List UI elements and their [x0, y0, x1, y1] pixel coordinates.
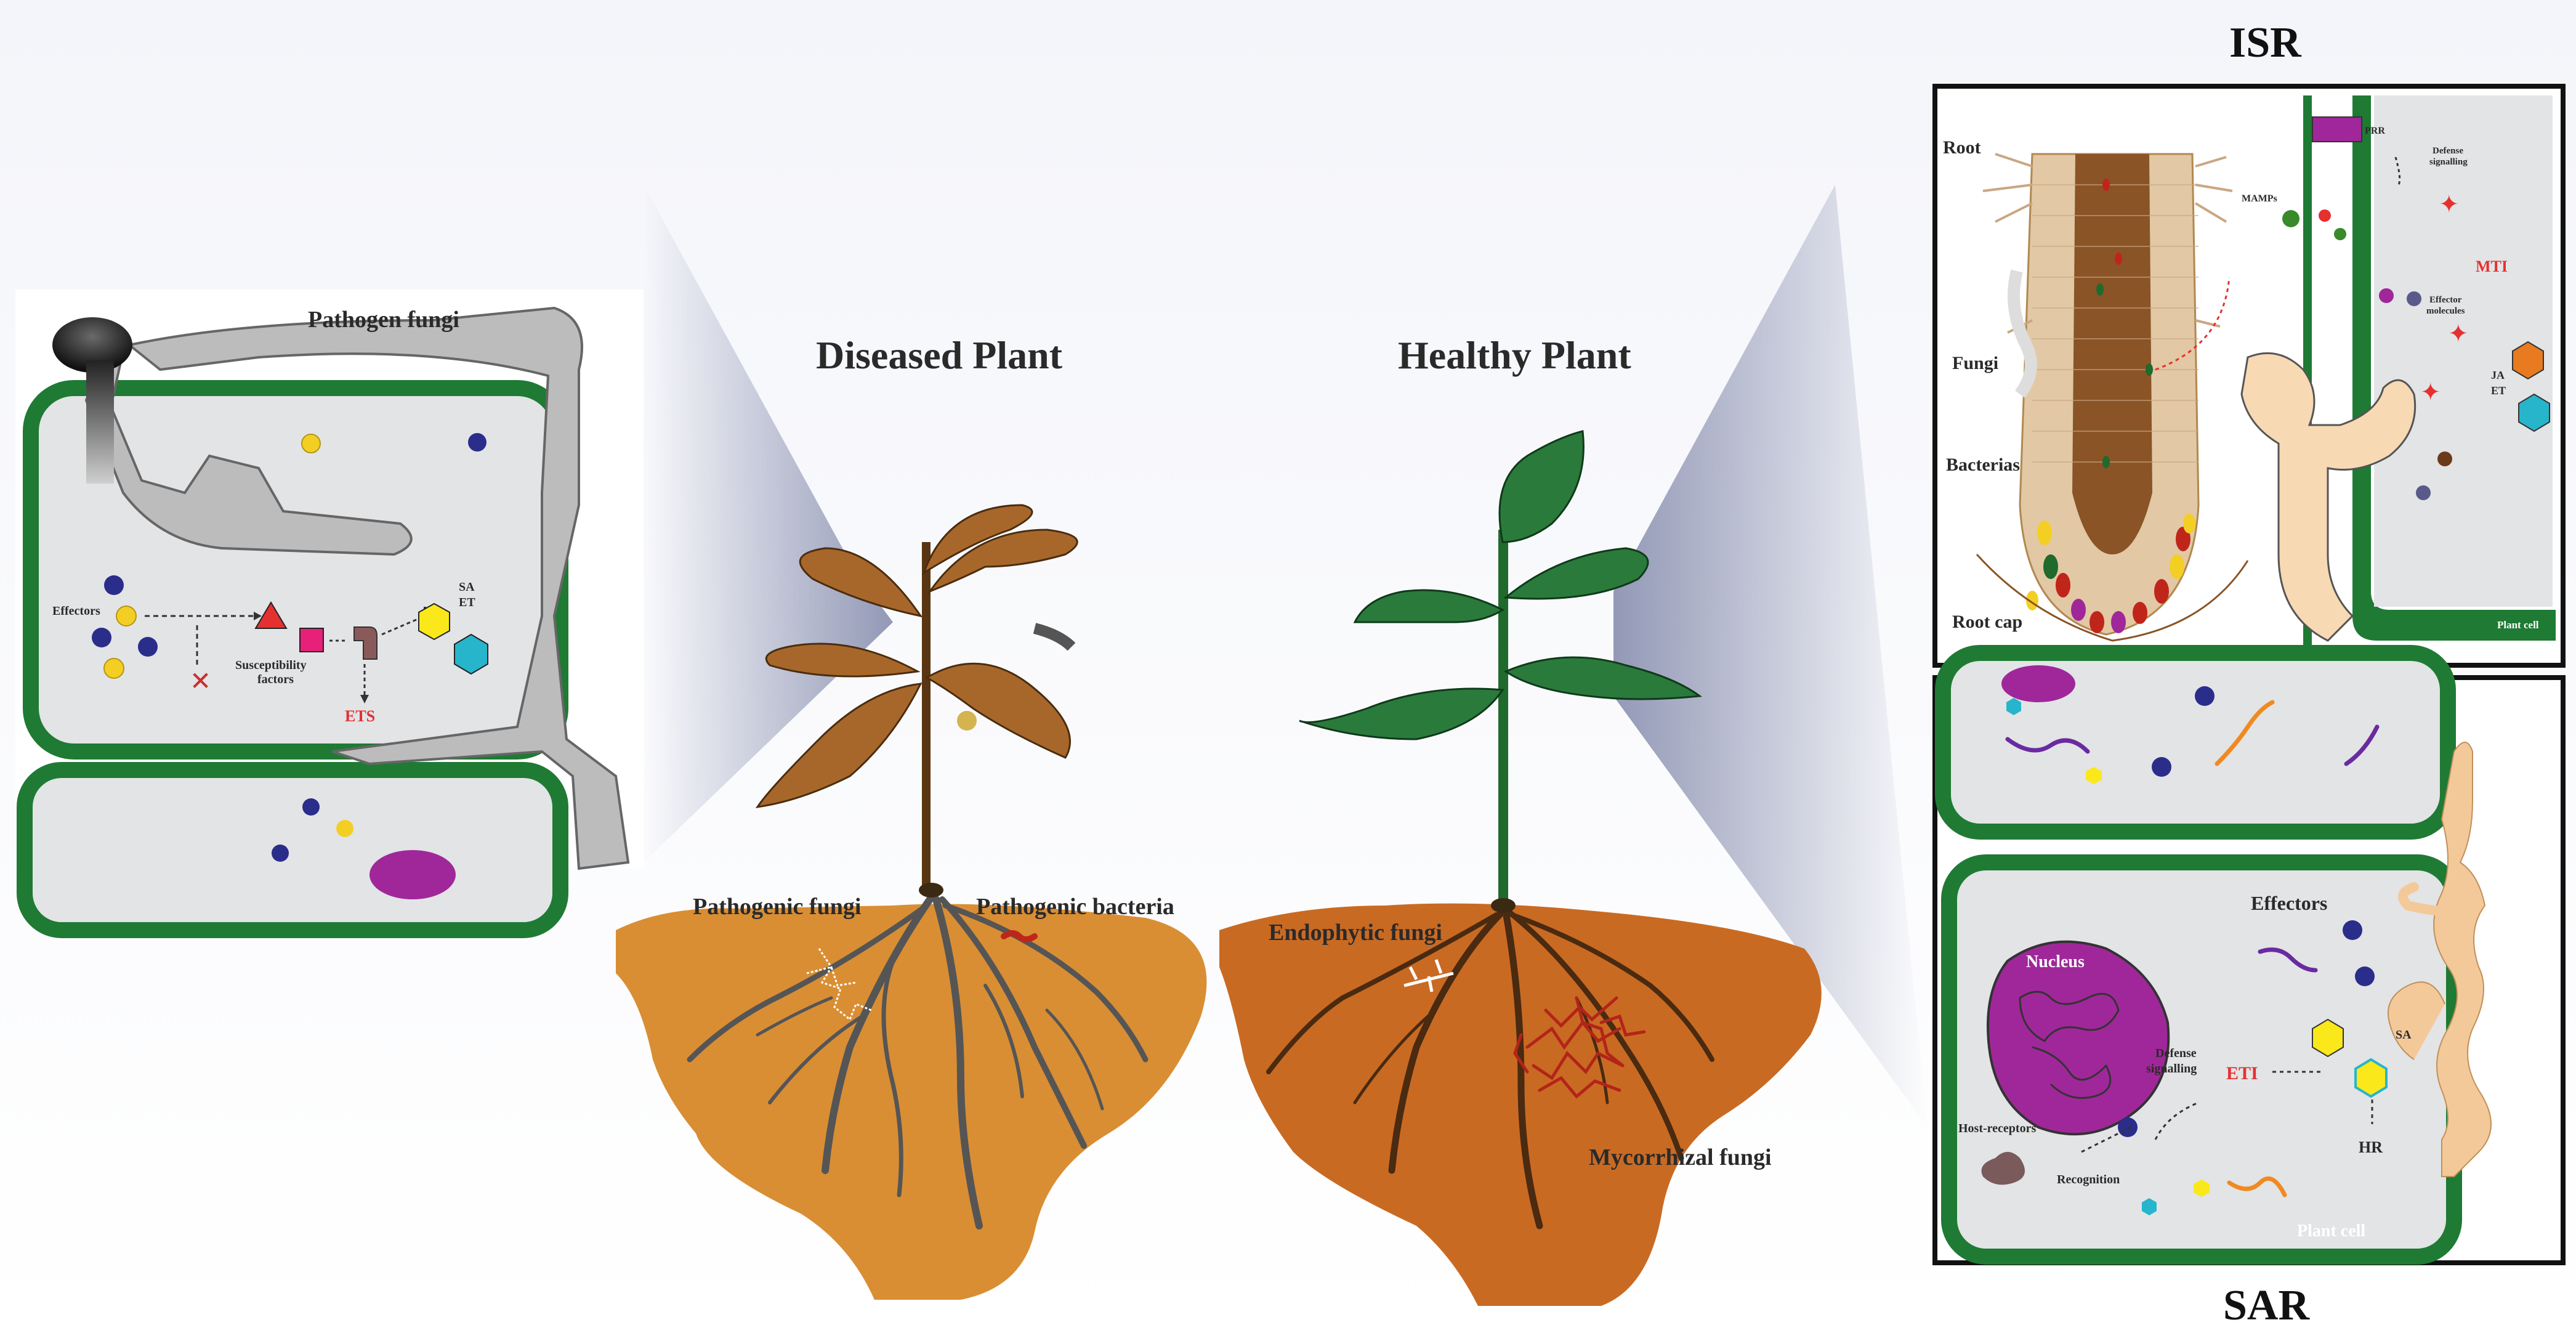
cyan-hexagon [454, 633, 488, 675]
sar-title: SAR [2223, 1282, 2310, 1329]
left-panel-pathogen: ✕ [15, 290, 644, 938]
nucleus [1987, 940, 2170, 1136]
orange-hexagon [2512, 341, 2544, 380]
diseased-plant [616, 504, 1207, 1300]
effectors-label-left: Effectors [52, 604, 100, 618]
pathogenic-bacteria-label: Pathogenic bacteria [976, 894, 1174, 920]
et-label-left: ET [459, 596, 475, 609]
healthy-leaf-top [1498, 430, 1585, 543]
sar-recognition-label: Recognition [2057, 1173, 2120, 1186]
susceptibility-label-2: factors [257, 673, 294, 686]
sar-effectors-label: Effectors [2251, 892, 2328, 914]
sar-nucleus-label: Nucleus [2026, 952, 2085, 971]
isr-et-label: ET [2491, 384, 2506, 397]
isr-root-label: Root [1943, 137, 1981, 158]
pathogenic-fungi-hyphae [818, 948, 872, 1021]
sa-label-left: SA [459, 580, 475, 594]
isr-fungi-label: Fungi [1952, 353, 1999, 373]
yellow-hexagon [418, 602, 450, 641]
lower-plant-cell [17, 762, 568, 938]
sar-host-receptors-label: Host-receptors [1958, 1122, 2037, 1135]
hypha-network [84, 346, 413, 556]
endophytic-fungi [1403, 959, 1454, 992]
isr-defense-label-2: signalling [2429, 157, 2468, 167]
pathogenic-fungi-label: Pathogenic fungi [693, 894, 862, 920]
red-triangle [254, 601, 288, 629]
isr-prr-label: PRR [2365, 126, 2385, 136]
ets-label: ETS [345, 707, 376, 725]
prr-receptor [2312, 116, 2362, 142]
isr-defense-label-1: Defense [2433, 146, 2463, 156]
healthy-plant-title: Healthy Plant [1398, 333, 1631, 377]
susceptibility-label-1: Susceptibility [235, 658, 307, 672]
isr-ja-label: JA [2491, 369, 2505, 381]
endophytic-fungi-label: Endophytic fungi [1269, 920, 1442, 946]
sar-sa-label: SA [2396, 1028, 2412, 1042]
isr-panel: ✦ ✦ ✦ [1932, 84, 2566, 668]
diseased-leaf-topright [927, 529, 1078, 594]
mycorrhizal-fungi-label: Mycorrhizal fungi [1589, 1145, 1772, 1170]
isr-cell-wall [2303, 95, 2556, 641]
sar-mycelium [2433, 742, 2492, 1177]
isr-plant-cell-label: Plant cell [2497, 619, 2539, 631]
left-zoom-cone [644, 185, 893, 862]
sar-defense-label-1: Defense [2155, 1047, 2197, 1060]
isr-mamps-label: MAMPs [2242, 193, 2277, 204]
svg-text:✦: ✦ [2439, 190, 2460, 219]
diseased-plant-title: Diseased Plant [816, 333, 1062, 377]
right-zoom-cone [1613, 185, 1928, 1127]
pink-square [299, 628, 324, 652]
sar-defense-label-2: signalling [2146, 1062, 2197, 1076]
sar-hr-label: HR [2359, 1138, 2383, 1156]
isr-bacterias-label: Bacterias [1946, 455, 2020, 475]
sar-panel [1932, 645, 2566, 1265]
healthy-plant [1219, 430, 1822, 1306]
svg-text:✦: ✦ [2420, 378, 2441, 407]
cyan-hexagon-isr [2518, 393, 2550, 432]
pathogen-fungi-label: Pathogen fungi [308, 307, 459, 333]
isr-effector-label-2: molecules [2426, 306, 2465, 316]
svg-text:✦: ✦ [2448, 320, 2469, 348]
isr-root-cap-label: Root cap [1952, 612, 2023, 632]
isr-effector-label-1: Effector [2429, 295, 2462, 305]
isr-title: ISR [2229, 19, 2301, 67]
pathogenic-bacteria [1001, 930, 1038, 942]
mycorrhizal-fungi [1513, 996, 1646, 1099]
sar-eti-label: ETI [2226, 1063, 2258, 1084]
x-mark-icon: ✕ [190, 666, 211, 696]
isr-mti-label: MTI [2476, 257, 2508, 275]
spore [52, 317, 132, 373]
sar-plant-cell-label: Plant cell [2297, 1222, 2366, 1241]
